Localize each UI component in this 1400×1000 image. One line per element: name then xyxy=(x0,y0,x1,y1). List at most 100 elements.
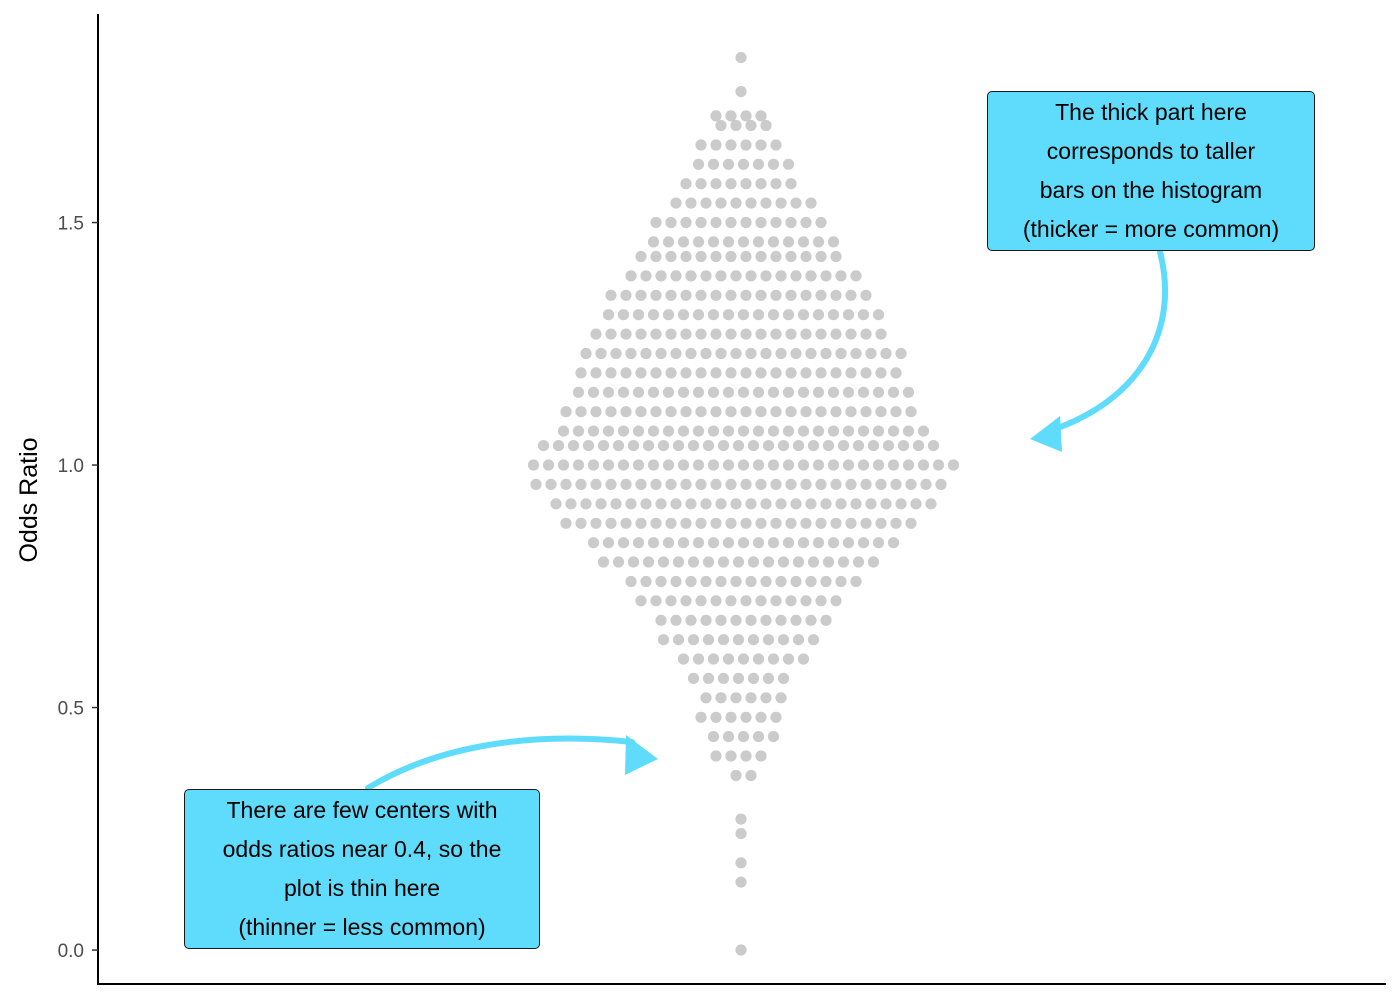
data-point xyxy=(767,425,780,437)
data-point xyxy=(872,425,885,437)
data-point xyxy=(730,347,742,360)
data-point xyxy=(752,537,765,549)
data-point xyxy=(785,250,797,263)
data-point xyxy=(760,498,772,510)
data-point xyxy=(820,270,832,282)
data-point xyxy=(745,270,757,282)
data-point xyxy=(770,517,782,529)
data-point xyxy=(785,328,797,340)
data-point xyxy=(845,517,857,529)
data-point xyxy=(665,517,677,529)
data-point xyxy=(827,386,840,398)
data-point xyxy=(860,367,872,379)
data-point xyxy=(650,517,662,529)
data-point xyxy=(610,498,622,510)
data-point xyxy=(647,236,660,248)
data-point xyxy=(582,440,595,452)
data-point xyxy=(590,367,602,379)
data-point xyxy=(812,386,825,398)
data-point xyxy=(890,478,902,490)
data-point xyxy=(735,813,747,825)
data-point xyxy=(722,537,735,549)
data-point xyxy=(680,178,692,190)
annotation-text-line: bars on the histogram xyxy=(1039,177,1263,203)
data-point xyxy=(737,459,750,471)
data-point xyxy=(722,386,735,398)
data-point xyxy=(710,478,722,490)
data-point xyxy=(800,328,812,340)
data-point xyxy=(790,197,802,209)
data-point xyxy=(875,478,887,490)
data-point xyxy=(687,672,700,685)
data-point xyxy=(737,158,750,170)
data-point xyxy=(710,711,722,723)
data-point xyxy=(725,289,737,301)
data-point xyxy=(760,270,772,282)
data-point xyxy=(857,309,870,321)
data-point xyxy=(812,309,825,321)
data-point xyxy=(595,347,607,360)
data-point xyxy=(597,440,610,452)
data-point xyxy=(842,425,855,437)
annotation-text-line: plot is thin here xyxy=(284,875,440,901)
data-point xyxy=(807,556,820,568)
data-point xyxy=(920,478,932,490)
data-point xyxy=(695,289,707,301)
annotation-arrows xyxy=(365,249,1169,791)
data-point xyxy=(932,459,945,471)
data-point xyxy=(745,119,757,132)
data-point xyxy=(677,309,690,321)
annotation-arrow-thin-head xyxy=(625,735,658,775)
data-point xyxy=(767,537,780,549)
data-point xyxy=(785,216,797,229)
data-point xyxy=(815,478,827,490)
data-point xyxy=(775,692,787,704)
data-point xyxy=(925,498,937,510)
data-point xyxy=(695,367,707,379)
data-point xyxy=(707,425,720,437)
data-point xyxy=(827,537,840,549)
data-point xyxy=(815,517,827,529)
data-point xyxy=(785,289,797,301)
data-point xyxy=(680,289,692,301)
data-point xyxy=(695,216,707,229)
data-point xyxy=(770,139,782,151)
data-point xyxy=(830,406,842,418)
data-point xyxy=(680,328,692,340)
data-point xyxy=(752,236,765,248)
data-point xyxy=(880,498,892,510)
data-point xyxy=(782,537,795,549)
data-point xyxy=(722,158,735,170)
data-point xyxy=(740,289,752,301)
data-point xyxy=(800,250,812,263)
data-point xyxy=(722,459,735,471)
annotation-text-line: (thinner = less common) xyxy=(238,914,486,940)
data-point xyxy=(740,216,752,229)
data-point xyxy=(890,367,902,379)
data-point xyxy=(657,634,670,646)
data-point xyxy=(590,406,602,418)
data-point xyxy=(830,595,842,607)
data-point xyxy=(860,328,872,340)
data-point xyxy=(797,425,810,437)
data-point xyxy=(635,328,647,340)
data-point xyxy=(852,440,865,452)
data-point xyxy=(797,236,810,248)
data-point xyxy=(575,367,587,379)
data-point xyxy=(605,367,617,379)
data-point xyxy=(687,556,700,568)
data-point xyxy=(572,386,585,398)
data-point xyxy=(812,425,825,437)
data-point xyxy=(700,347,712,360)
data-point xyxy=(685,575,697,588)
data-point xyxy=(745,575,757,588)
data-point xyxy=(865,347,877,360)
data-point xyxy=(777,634,790,646)
data-point xyxy=(602,459,615,471)
data-point xyxy=(677,459,690,471)
data-point xyxy=(745,498,757,510)
data-point xyxy=(842,309,855,321)
data-point xyxy=(815,406,827,418)
data-point xyxy=(860,517,872,529)
data-point xyxy=(755,216,767,229)
